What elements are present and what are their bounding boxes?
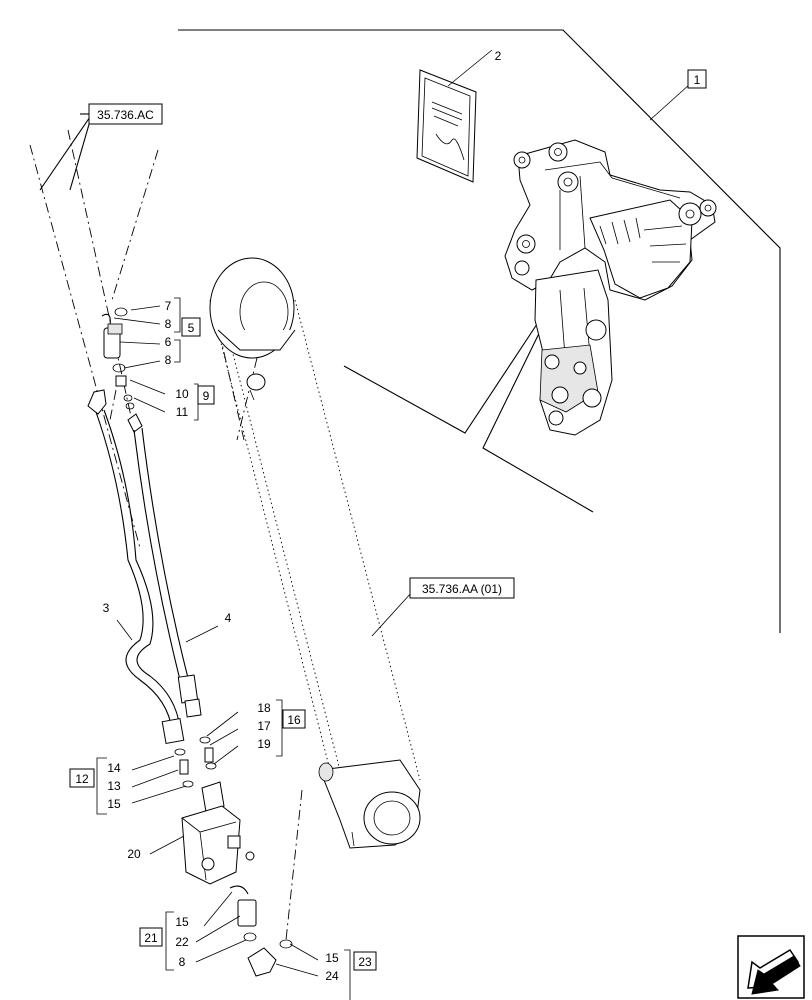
group-1-box	[687, 69, 707, 89]
part-8c-label: 8	[179, 955, 186, 969]
part-20-label: 20	[127, 847, 141, 861]
group-12-label: 12	[75, 772, 89, 786]
group-9-label: 9	[203, 389, 210, 403]
part-2-label: 2	[495, 49, 502, 63]
group-21-label: 21	[144, 931, 158, 945]
bottom-fittings	[229, 789, 303, 977]
part-15b-label: 15	[175, 915, 189, 929]
valve-block	[181, 781, 255, 885]
part-3-label: 3	[103, 601, 110, 615]
group-9-box	[197, 385, 215, 405]
decal-sheet	[416, 69, 477, 183]
part-22-label: 22	[175, 935, 189, 949]
group-brackets	[96, 297, 351, 1000]
top-fittings	[101, 307, 135, 410]
part-13-label: 13	[107, 779, 121, 793]
group-1-label: 1	[694, 73, 701, 87]
group-16-box	[282, 709, 306, 729]
ref-35-736-aa-box[interactable]	[409, 577, 515, 599]
part-17-label: 17	[257, 719, 271, 733]
part-11-label: 11	[176, 405, 189, 419]
group-23-box	[353, 951, 377, 971]
boom-assembly	[504, 139, 717, 436]
group-5-label: 5	[188, 321, 195, 335]
lower-fittings	[174, 736, 217, 788]
part-14-label: 14	[107, 761, 121, 775]
group-21-box	[139, 927, 163, 947]
group-12-box	[69, 768, 95, 788]
part-15-label: 15	[107, 797, 121, 811]
part-19-label: 19	[257, 737, 271, 751]
hose-4	[127, 413, 202, 718]
group-23-label: 23	[358, 955, 372, 969]
part-10-label: 10	[175, 387, 189, 401]
part-24-label: 24	[325, 969, 339, 983]
group-5-box	[181, 317, 201, 337]
next-page-arrow-icon[interactable]	[737, 935, 805, 999]
ref-35-736-aa[interactable]: 35.736.AA (01)	[422, 582, 502, 596]
part-6-label: 6	[165, 335, 172, 349]
group-16-label: 16	[287, 713, 301, 727]
hose-3	[87, 389, 185, 744]
frame-lines	[178, 29, 781, 633]
part-8b-label: 8	[165, 353, 172, 367]
part-15c-label: 15	[325, 951, 339, 965]
part-4-label: 4	[225, 611, 232, 625]
part-18-label: 18	[257, 701, 271, 715]
part-7-label: 7	[165, 299, 172, 313]
ref-35-736-ac[interactable]: 35.736.AC	[97, 108, 154, 122]
ref-35-736-ac-box[interactable]	[88, 103, 163, 125]
hydraulic-cylinder	[209, 257, 421, 849]
part-8-label: 8	[165, 317, 172, 331]
